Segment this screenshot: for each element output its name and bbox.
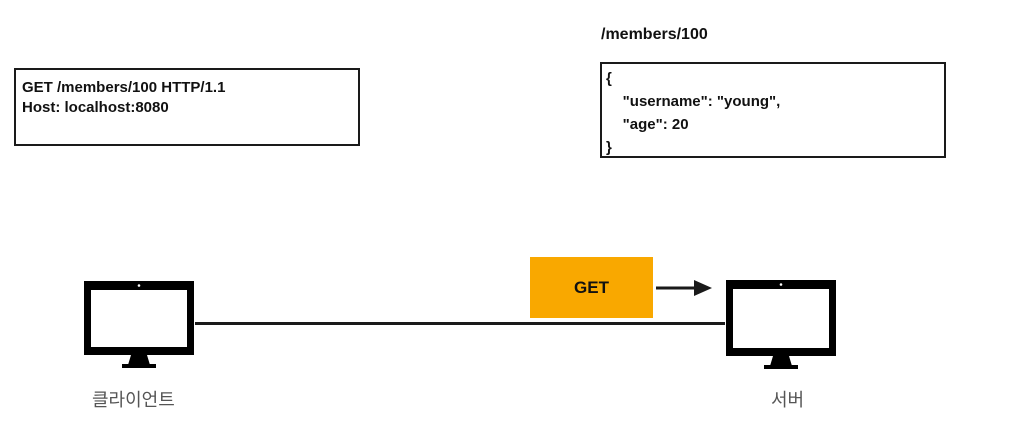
server-label: 서버 xyxy=(771,390,805,410)
json-line: } xyxy=(606,139,612,156)
monitor-icon xyxy=(726,280,836,369)
response-json-box: { "username": "young", "age": 20 } xyxy=(600,62,946,158)
request-line: GET /members/100 HTTP/1.1 xyxy=(22,79,226,96)
json-line: "age": 20 xyxy=(606,116,689,133)
connection-line xyxy=(195,322,725,325)
request-message-box: GET /members/100 HTTP/1.1 Host: localhos… xyxy=(14,68,360,146)
request-host-header: Host: localhost:8080 xyxy=(22,99,169,116)
get-method-badge: GET xyxy=(530,257,653,318)
response-title: /members/100 xyxy=(601,26,708,43)
arrow-right-icon xyxy=(656,280,712,296)
json-line: { xyxy=(606,70,612,87)
client-label: 클라이언트 xyxy=(92,390,175,410)
monitor-icon xyxy=(84,281,194,368)
json-line: "username": "young", xyxy=(606,93,781,110)
